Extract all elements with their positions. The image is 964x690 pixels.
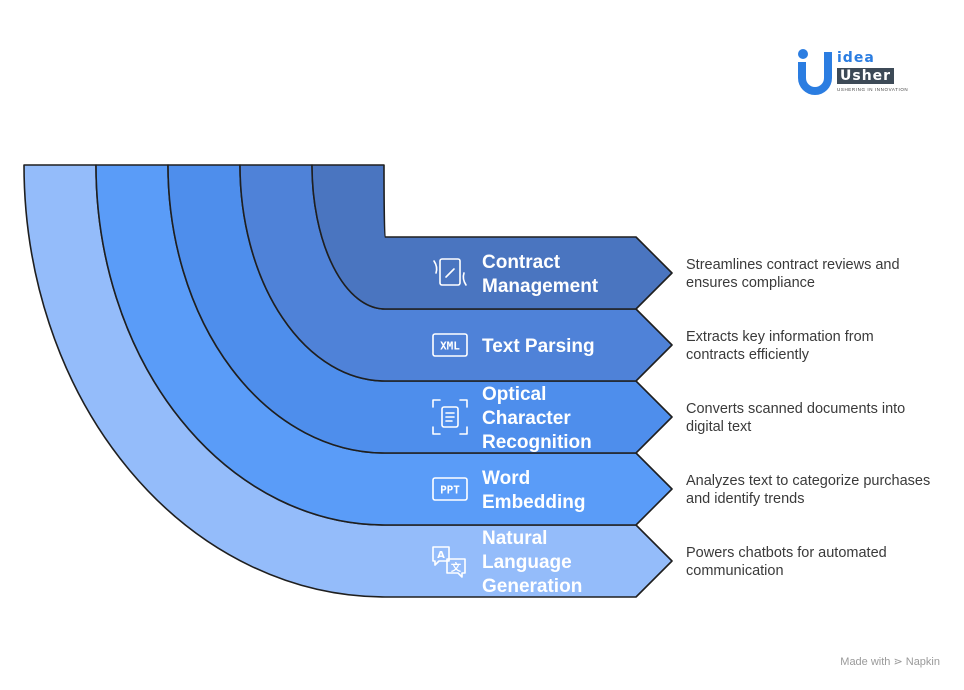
logo-word-idea: idea [837, 50, 875, 66]
document-scan-icon [432, 399, 468, 435]
description-contract-management: Streamlines contract reviews and ensures… [686, 257, 900, 291]
description-text-parsing: Extracts key information from contracts … [686, 329, 874, 363]
ppt-file-icon: PPT [432, 477, 468, 501]
xml-file-icon: XML [432, 333, 468, 357]
band-1 [311, 164, 673, 310]
description-ocr: Converts scanned documents into digital … [686, 401, 906, 435]
xml-file-icon-label: XML [440, 340, 460, 353]
svg-text:A: A [437, 550, 445, 561]
segment-title-2: Text Parsing [482, 336, 595, 357]
description-nlg: Powers chatbots for automated communicat… [686, 545, 887, 579]
description-word-embedding: Analyzes text to categorize purchases an… [686, 473, 931, 507]
ppt-file-icon-label: PPT [440, 484, 460, 497]
idea-usher-logo-mark [798, 49, 832, 95]
hand-document-icon [433, 258, 467, 286]
idea-usher-logo: idea Usher USHERING IN INNOVATION [797, 48, 917, 96]
logo-word-usher: Usher [837, 68, 895, 84]
translate-icon: A文 [432, 546, 466, 578]
svg-text:文: 文 [451, 561, 462, 574]
made-with-napkin-footer: Made with ⋗ Napkin [840, 656, 940, 668]
logo-tagline: USHERING IN INNOVATION [837, 87, 909, 92]
